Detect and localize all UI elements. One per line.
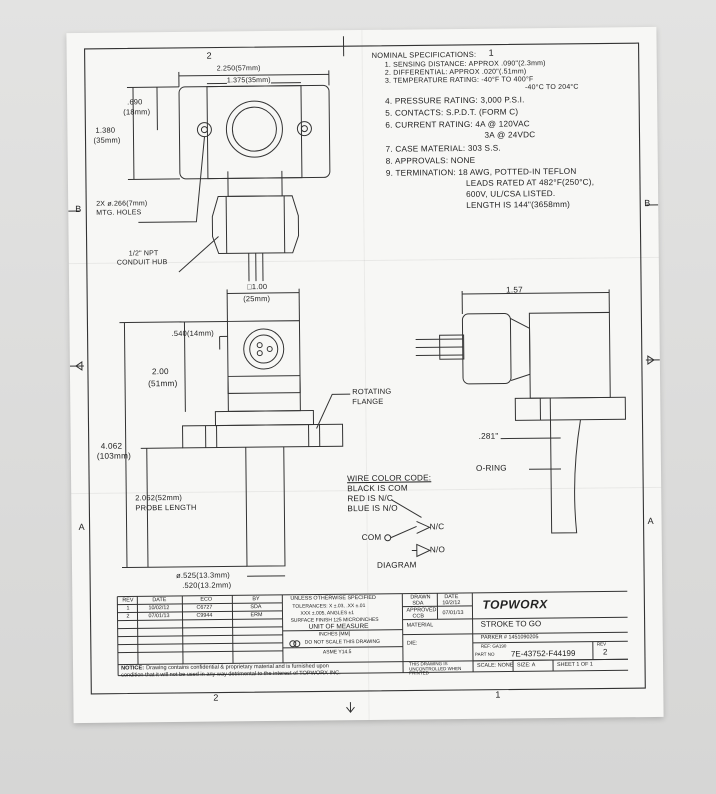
rev-cell: ERM <box>250 612 263 619</box>
dim-total: 4.062 <box>100 441 123 451</box>
wire-code-line: RED IS N/C <box>347 493 394 504</box>
spec-line: 600V, UL/CSA LISTED. <box>466 188 556 199</box>
spec-line: 6. CURRENT RATING: 4A @ 120VAC <box>385 119 530 130</box>
dim-offset: .540(14mm) <box>171 328 215 339</box>
rev-cell: SDA <box>250 604 262 611</box>
tolerance-line: UNLESS OTHERWISE SPECIFIED <box>290 594 376 602</box>
tolerance-line: TOLERANCES: X ±.03, .XX ±.01 <box>292 603 366 610</box>
rev-cell: 10/02/12 <box>148 605 170 612</box>
specs-title: NOMINAL SPECIFICATIONS: <box>371 49 477 60</box>
oring-label: O-RING <box>475 463 507 473</box>
spec-line: 4. PRESSURE RATING: 3,000 P.S.I. <box>385 95 525 106</box>
drawing-sheet: 2 1 B B A A 2 1 2.250(57mm) 1.375(35mm) … <box>66 26 664 724</box>
rev-header: DATE <box>152 597 167 604</box>
com-label: COM <box>361 532 382 543</box>
holes-label: MTG. HOLES <box>96 209 142 217</box>
probe-length: 2.062(52mm) <box>135 492 183 503</box>
tolerance-line: XXX ±.005, ANGLES ±1 <box>300 610 355 617</box>
rev-cell: C6727 <box>196 604 213 611</box>
rev-cell: 2 <box>126 613 130 620</box>
spec-line: 2. DIFFERENTIAL: APPROX .020"(.51mm) <box>384 68 527 77</box>
diagram-label: DIAGRAM <box>376 560 417 570</box>
rev-cell: 1 <box>126 605 130 612</box>
dim-body-mm: (51mm) <box>148 378 178 389</box>
notice-label: NOTICE: <box>121 665 145 672</box>
flange-label: FLANGE <box>352 396 384 407</box>
rev-header: ECO <box>200 596 213 603</box>
dim-body: 2.00 <box>151 367 169 377</box>
rev-header: REV <box>122 597 134 604</box>
drawn-date: 10/2/12 <box>442 600 461 607</box>
dim-height-mm: (35mm) <box>93 135 121 145</box>
nc-label: N/C <box>429 522 445 532</box>
approved-by: CCB <box>412 613 424 620</box>
spec-line: 7. CASE MATERIAL: 303 S.S. <box>385 143 501 154</box>
probe-diameter: ø.525(13.3mm) <box>176 570 231 580</box>
parker-number: PARKER # 1451090205 <box>480 634 539 641</box>
dim-gap: .281" <box>478 431 499 441</box>
zone-label: 1 <box>488 47 494 58</box>
rev-cell: 07/01/13 <box>148 613 170 620</box>
ref-number: REF: GA190 <box>480 643 507 649</box>
dim-total-mm: (103mm) <box>96 451 132 461</box>
rev-value: 2 <box>602 647 608 657</box>
no-label: N/O <box>429 545 446 555</box>
flange-label: ROTATING <box>352 386 392 397</box>
scale-value: SCALE: NONE <box>477 662 514 669</box>
uom-value: INCHES [MM] <box>318 631 351 638</box>
zone-label: B <box>644 198 651 209</box>
part-label: PART NO <box>474 651 495 657</box>
dim-height: 1.380 <box>95 125 116 135</box>
dim-half-height-mm: (18mm) <box>123 107 151 117</box>
wire-code-line: BLUE IS N/O <box>347 503 398 514</box>
spec-line: 5. CONTACTS: S.P.D.T. (FORM C) <box>385 107 519 118</box>
spec-line: 8. APPROVALS: NONE <box>385 155 476 166</box>
approved-date: 07/01/13 <box>442 609 464 617</box>
wire-code-title: WIRE COLOR CODE: <box>347 473 432 484</box>
rev-header: BY <box>252 596 260 603</box>
size-value: SIZE: A <box>517 662 536 669</box>
uom-label: UNIT OF MEASURE <box>308 622 369 631</box>
zone-label: 2 <box>206 50 212 61</box>
spec-line: 3A @ 24VDC <box>484 130 536 140</box>
wire-code-line: BLACK IS COM <box>347 483 408 494</box>
conduit-label: CONDUIT HUB <box>116 259 168 267</box>
rev-label: REV <box>596 641 607 647</box>
spec-line: LENGTH IS 144"(3658mm) <box>466 199 571 210</box>
zone-label: A <box>647 515 654 527</box>
conduit-label: 1/2" NPT <box>128 250 159 258</box>
uncontrolled-note: THIS DRAWING IS UNCONTROLLED WHEN PRINTE… <box>409 661 462 676</box>
dim-square: □1.00 <box>247 282 268 292</box>
drawing-linework <box>68 36 660 713</box>
zone-label: A <box>78 521 85 533</box>
dim-square-mm: (25mm) <box>243 293 271 304</box>
zone-label: 1 <box>495 689 501 700</box>
dim-half-height: .690 <box>127 97 143 107</box>
sheet-value: SHEET 1 OF 1 <box>557 661 593 669</box>
dim-width: 1.57 <box>506 285 523 295</box>
spec-line: -40°C TO 204°C <box>524 83 579 92</box>
holes-label: 2X ø.266(7mm) <box>96 200 148 208</box>
drawn-by: SDA <box>412 600 424 607</box>
topworx-logo: TOPWORX <box>482 597 548 612</box>
no-scale-note: DO NOT SCALE THIS DRAWING <box>304 638 381 646</box>
rev-cell: C9944 <box>196 612 213 619</box>
material-label: MATERIAL <box>406 622 434 629</box>
probe-length: PROBE LENGTH <box>135 502 197 513</box>
probe-diameter: .520(13.2mm) <box>182 580 232 590</box>
drawing-title: STROKE TO GO <box>480 619 542 629</box>
part-number: 7E-43752-F44199 <box>510 648 576 659</box>
spec-line: LEADS RATED AT 482°F(250°C), <box>465 177 595 188</box>
dim-hole-spacing: 1.375(35mm) <box>226 76 271 85</box>
asme-note: ASME Y14.5 <box>322 649 352 656</box>
die-label: DIE: <box>406 640 418 647</box>
zone-label: B <box>75 203 82 215</box>
zone-label: 2 <box>213 692 219 703</box>
dim-overall: 2.250(57mm) <box>216 65 261 73</box>
